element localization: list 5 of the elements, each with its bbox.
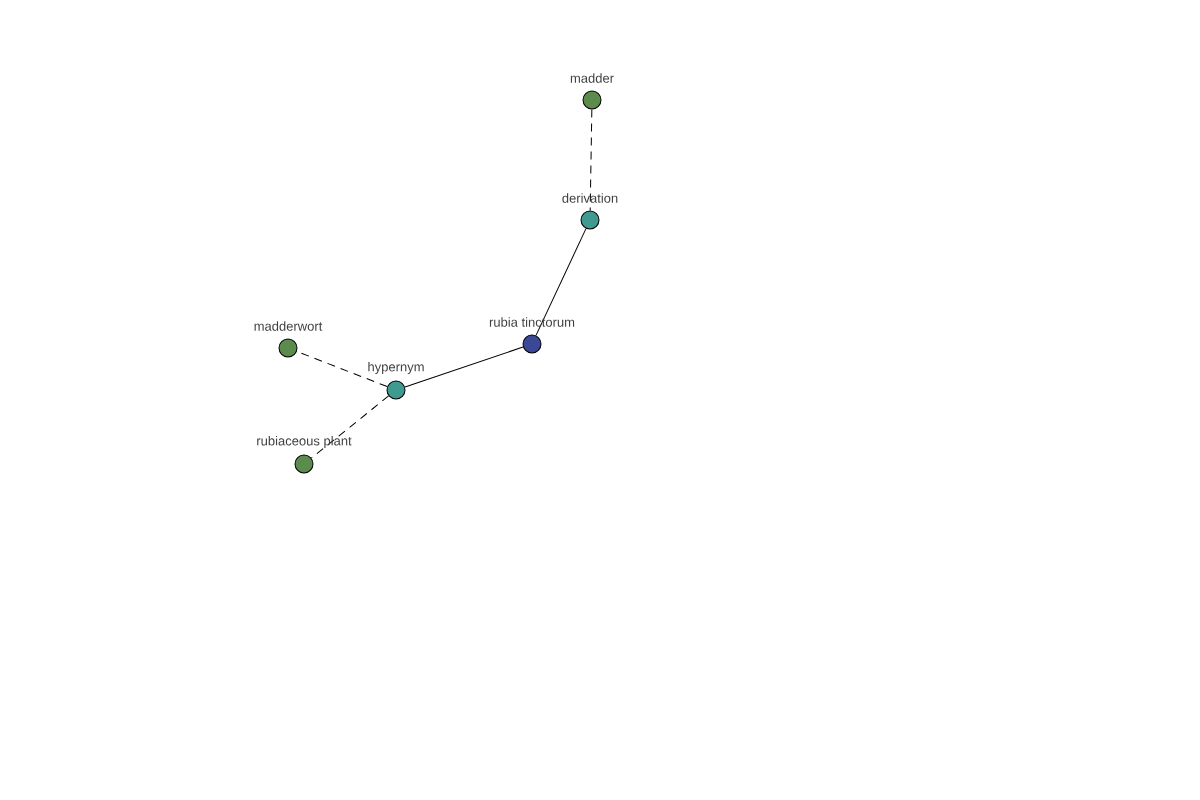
connector-line bbox=[404, 346, 524, 388]
connector-line bbox=[296, 350, 388, 388]
connector-line bbox=[310, 395, 390, 459]
connector-line bbox=[535, 228, 587, 336]
connector-line bbox=[589, 109, 593, 211]
